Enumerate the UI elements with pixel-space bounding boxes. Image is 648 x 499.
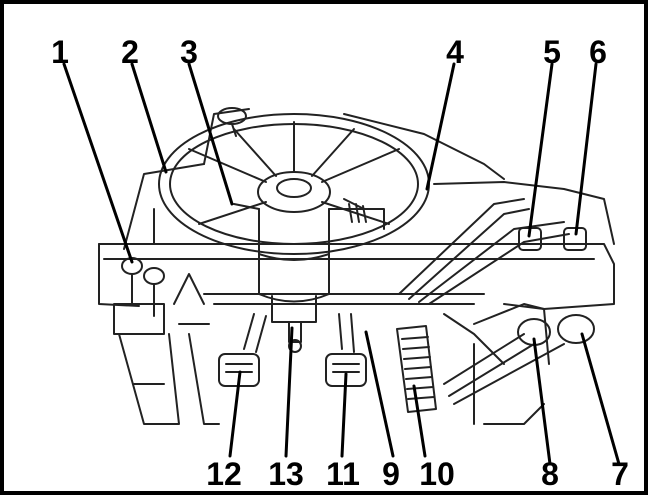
lower-structure [188, 303, 550, 425]
pedals [218, 313, 437, 413]
dashboard-outline [98, 108, 615, 310]
tractor-controls-illustration [62, 62, 621, 466]
callout-9: 9 [382, 456, 400, 492]
callout-leader-lines [62, 62, 621, 466]
hand-levers [398, 198, 587, 305]
callout-4: 4 [446, 34, 464, 70]
callout-12: 12 [206, 456, 242, 492]
callout-5: 5 [543, 34, 561, 70]
callout-1: 1 [51, 34, 69, 70]
left-lever-cluster [113, 257, 210, 425]
steering-wheel [158, 107, 430, 255]
callout-8: 8 [541, 456, 559, 492]
callout-10: 10 [419, 456, 455, 492]
callout-2: 2 [121, 34, 139, 70]
lower-levers [443, 303, 595, 425]
steering-column [233, 198, 385, 353]
callout-13: 13 [268, 456, 304, 492]
callout-6: 6 [589, 34, 607, 70]
callout-3: 3 [180, 34, 198, 70]
callout-11: 11 [326, 456, 360, 492]
callout-7: 7 [611, 456, 629, 492]
